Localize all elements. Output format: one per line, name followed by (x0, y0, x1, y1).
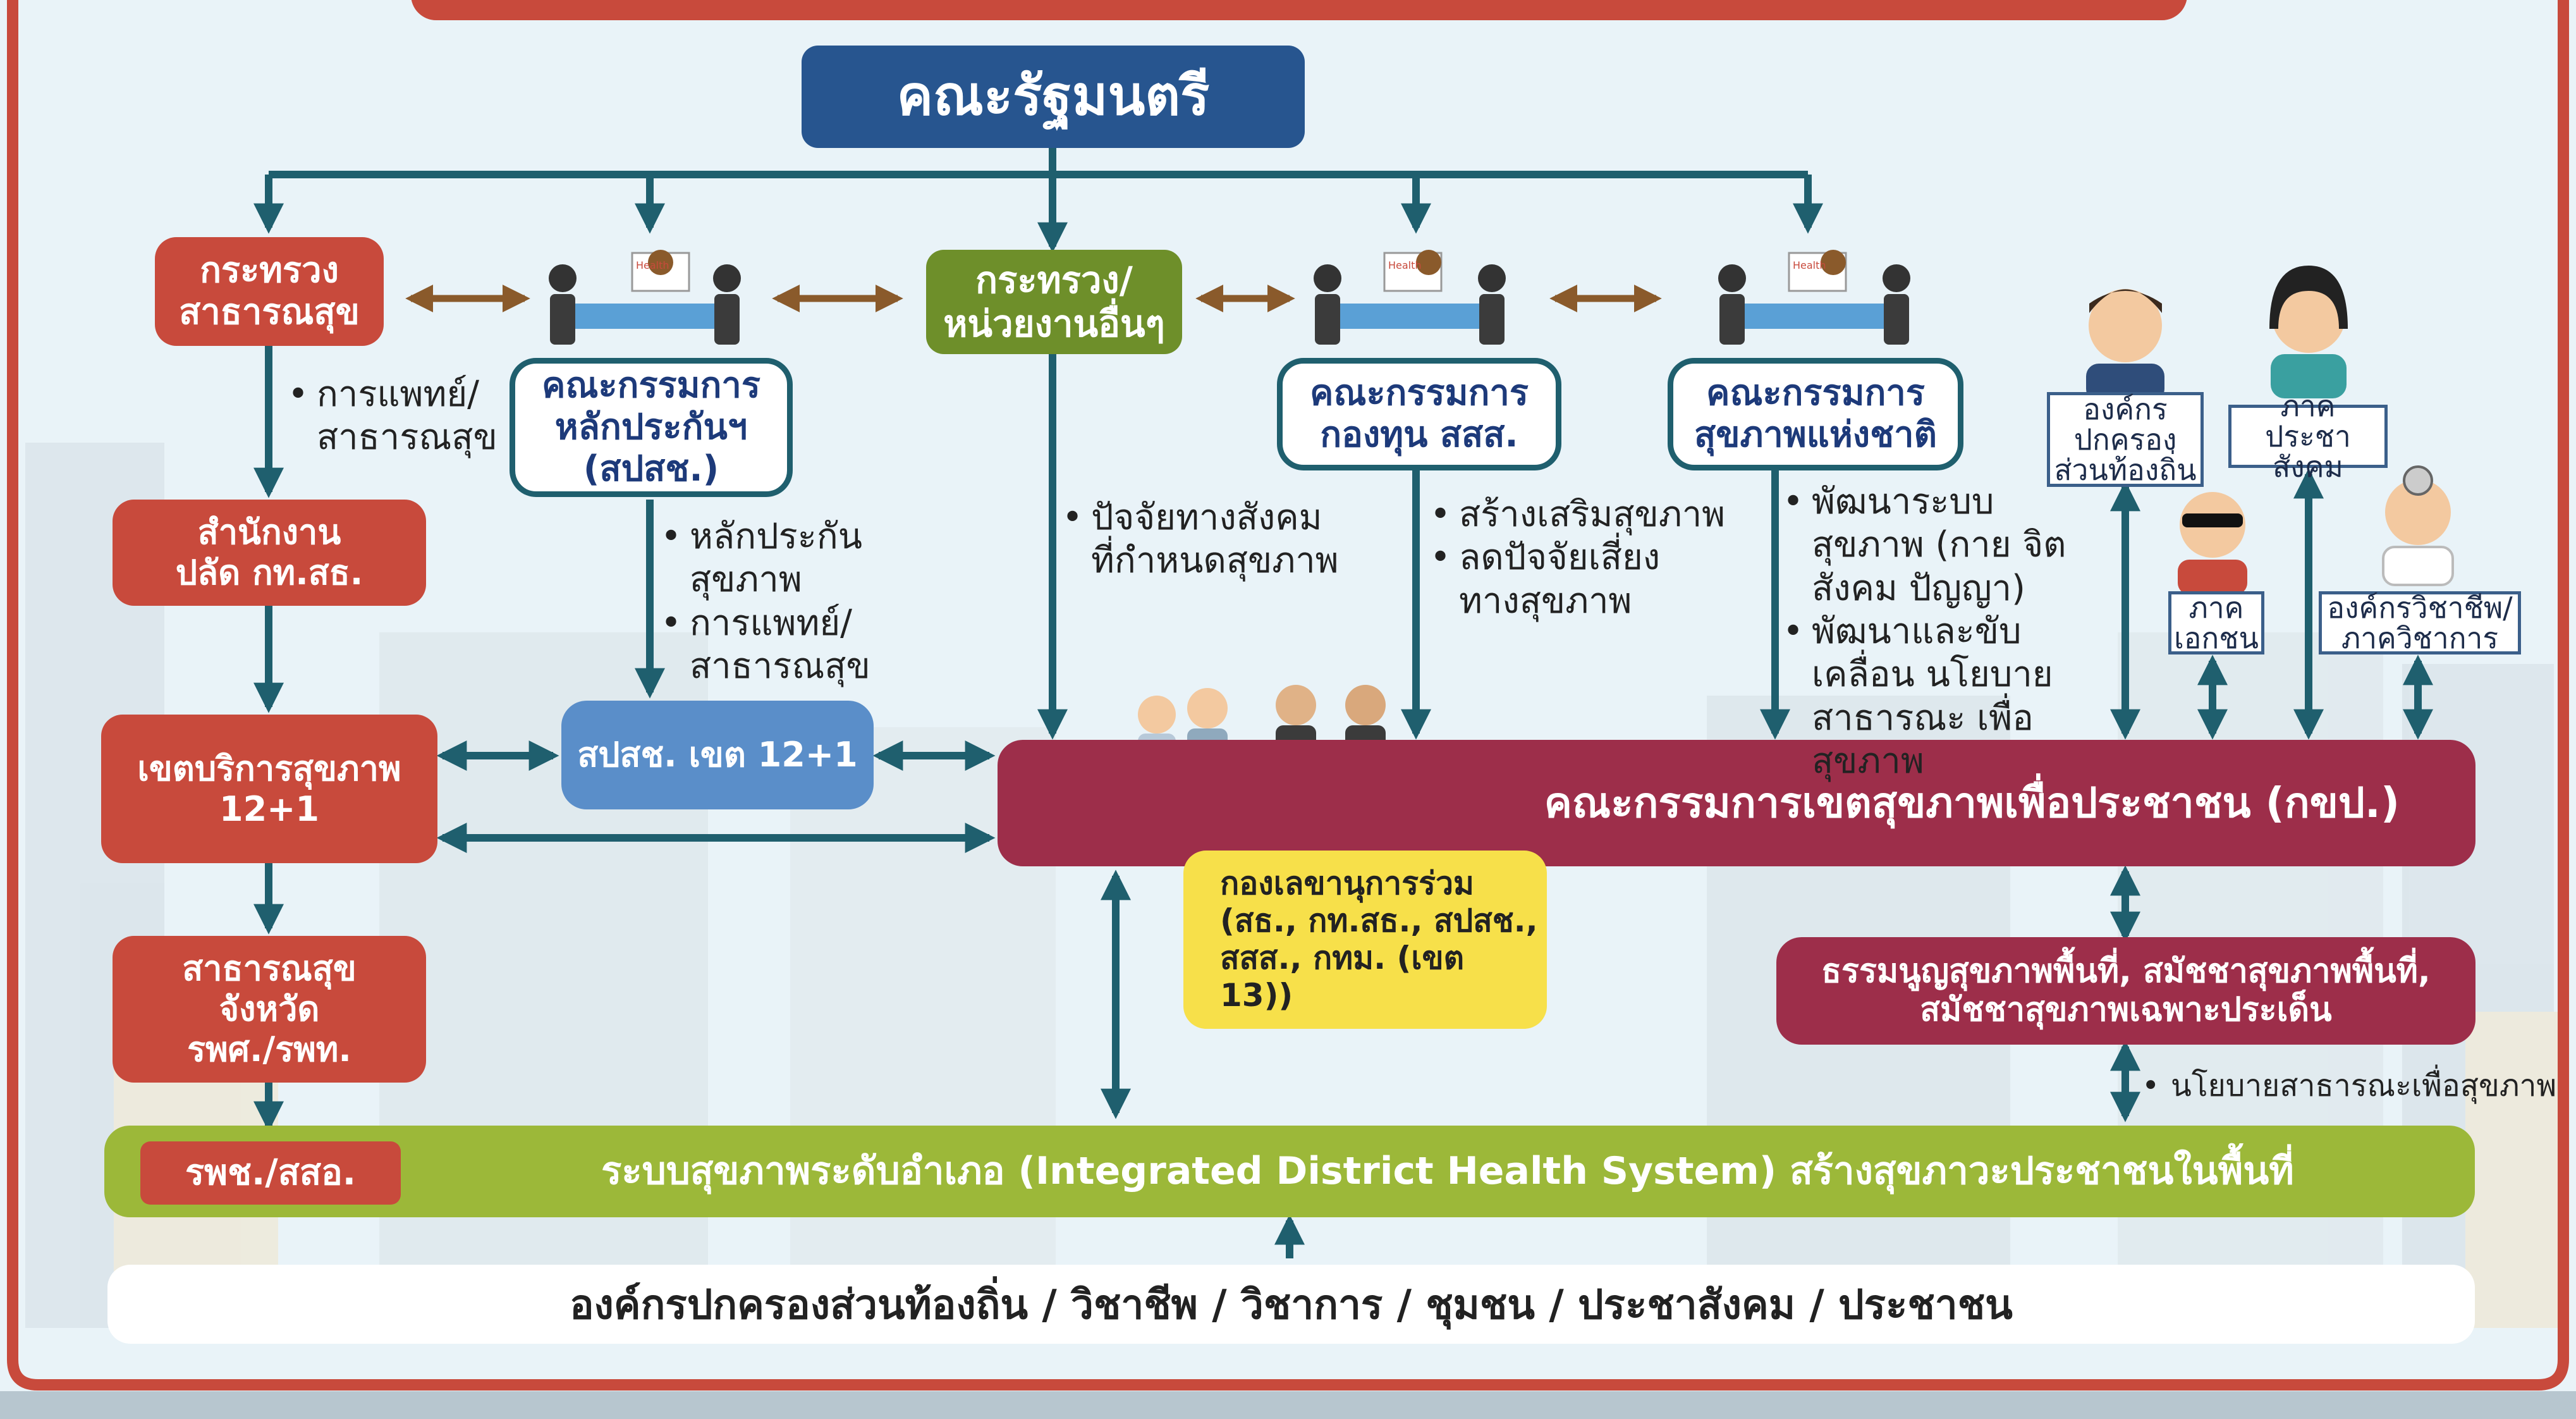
nhso-note-item-2: การแพทย์/ สาธารณสุข (661, 602, 876, 689)
board-sign-1: Health (636, 259, 669, 271)
nhso-board-line-2: หลักประกันฯ (554, 406, 748, 448)
policy-note: นโยบายสาธารณะเพื่อสุขภาพ (2142, 1067, 2576, 1105)
nhc-board-line-2: สุขภาพแห่งชาติ (1694, 414, 1937, 455)
meeting-icon-1 (549, 250, 741, 345)
health-region-box: เขตบริการสุขภาพ 12+1 (101, 715, 437, 863)
moph-note-item: การแพทย์/ สาธารณสุข (288, 373, 503, 460)
local-gov-card: องค์กร ปกครอง ส่วนท้องถิ่น (2047, 392, 2204, 487)
thaihealth-note: สร้างเสริมสุขภาพ ลดปัจจัยเสี่ยง ทางสุขภา… (1430, 493, 1727, 623)
ops-box: สำนักงาน ปลัด กท.สธ. (113, 500, 426, 606)
local-gov-line-1: องค์กร (2083, 391, 2168, 426)
ops-line-2: ปลัด กท.สธ. (175, 553, 363, 593)
moph-note: การแพทย์/ สาธารณสุข (288, 373, 503, 460)
provincial-line-2: จังหวัด (219, 989, 320, 1029)
charter-box: ธรรมนูญสุขภาพพื้นที่, สมัชชาสุขภาพพื้นที… (1776, 937, 2475, 1045)
moph-box: กระทรวง สาธารณสุข (155, 237, 384, 346)
nhc-board-line-1: คณะกรรมการ (1706, 372, 1925, 414)
professional-line-1: องค์กรวิชาชีพ/ (2327, 590, 2513, 625)
thaihealth-board-line-1: คณะกรรมการ (1310, 372, 1529, 414)
person-icons (2086, 266, 2454, 594)
joint-secretariat-line-2: (สธ., กท.สธ., สปสช., (1220, 902, 1538, 939)
nhso-board-box: คณะกรรมการ หลักประกันฯ (สปสช.) (510, 358, 793, 497)
joint-secretariat-line-3: สสส., กทม. (เขต 13)) (1220, 940, 1465, 1014)
professional-line-2: ภาควิชาการ (2341, 621, 2499, 655)
health-region-line-1: เขตบริการสุขภาพ (137, 748, 401, 789)
district-tag-label: รพช./สสอ. (185, 1152, 356, 1193)
moph-line-1: กระทรวง (200, 249, 339, 291)
provincial-line-3: รพศ./รพท. (187, 1029, 351, 1069)
other-note: ปัจจัยทางสังคม ที่กำหนดสุขภาพ (1062, 496, 1353, 583)
thaihealth-note-item-1: สร้างเสริมสุขภาพ (1430, 493, 1727, 537)
charter-line-1: ธรรมนูญสุขภาพพื้นที่, สมัชชาสุขภาพพื้นที… (1821, 952, 2431, 990)
footer-label: องค์กรปกครองส่วนท้องถิ่น / วิชาชีพ / วิช… (570, 1281, 2013, 1329)
provincial-box: สาธารณสุข จังหวัด รพศ./รพท. (113, 936, 426, 1083)
nhc-note: พัฒนาระบบ สุขภาพ (กาย จิต สังคม ปัญญา) พ… (1783, 481, 2111, 783)
nhso-note: หลักประกัน สุขภาพ การแพทย์/ สาธารณสุข (661, 515, 876, 688)
joint-secretariat-box: กองเลขานุการร่วม (สธ., กท.สธ., สปสช., สส… (1183, 851, 1547, 1029)
board-sign-2: Health (1388, 259, 1422, 271)
professional-card: องค์กรวิชาชีพ/ ภาควิชาการ (2319, 591, 2521, 654)
nhc-board-box: คณะกรรมการ สุขภาพแห่งชาติ (1668, 358, 1963, 470)
nhso-region-box: สปสช. เขต 12+1 (561, 701, 874, 809)
nhc-note-item-2: พัฒนาและขับเคลื่อน นโยบายสาธารณะ เพื่อสุ… (1783, 610, 2111, 783)
nhso-board-line-3: (สปสช.) (583, 448, 719, 490)
meeting-icon-3 (1718, 250, 1910, 345)
nhso-note-item-1: หลักประกัน สุขภาพ (661, 515, 876, 602)
thaihealth-board-line-2: กองทุน สสส. (1320, 414, 1518, 455)
civil-society-line-2: ประชาสังคม (2265, 419, 2351, 484)
private-sector-line-1: ภาค (2188, 590, 2244, 625)
nhc-note-item-1: พัฒนาระบบ สุขภาพ (กาย จิต สังคม ปัญญา) (1783, 481, 2111, 610)
local-gov-line-3: ส่วนท้องถิ่น (2054, 453, 2197, 488)
other-ministries-line-1: กระทรวง/ (975, 259, 1133, 302)
footer-bar: องค์กรปกครองส่วนท้องถิ่น / วิชาชีพ / วิช… (107, 1265, 2475, 1344)
private-sector-line-2: เอกชน (2174, 621, 2259, 655)
civil-society-card: ภาค ประชาสังคม (2228, 390, 2388, 482)
provincial-line-1: สาธารณสุข (182, 949, 357, 989)
district-system-bar: ระบบสุขภาพระดับอำเภอ (Integrated Distric… (104, 1126, 2475, 1217)
joint-secretariat-line-1: กองเลขานุการร่วม (1220, 865, 1474, 902)
other-note-item: ปัจจัยทางสังคม ที่กำหนดสุขภาพ (1062, 496, 1353, 583)
thaihealth-board-box: คณะกรรมการ กองทุน สสส. (1277, 358, 1561, 470)
nhso-region-label: สปสช. เขต 12+1 (577, 735, 858, 775)
area-committee-bar: คณะกรรมการเขตสุขภาพเพื่อประชาชน (กขป.) (998, 740, 2475, 866)
cabinet-label: คณะรัฐมนตรี (896, 64, 1210, 128)
charter-line-2: สมัชชาสุขภาพเฉพาะประเด็น (1920, 991, 2332, 1029)
moph-line-2: สาธารณสุข (179, 292, 360, 333)
district-tag: รพช./สสอ. (140, 1141, 401, 1205)
area-committee-label: คณะกรรมการเขตสุขภาพเพื่อประชาชน (กขป.) (1544, 778, 2400, 828)
thaihealth-note-item-2: ลดปัจจัยเสี่ยง ทางสุขภาพ (1430, 536, 1727, 623)
private-sector-card: ภาค เอกชน (2168, 591, 2264, 654)
cabinet-box: คณะรัฐมนตรี (802, 46, 1305, 148)
ops-line-1: สำนักงาน (197, 512, 341, 553)
policy-note-item: นโยบายสาธารณะเพื่อสุขภาพ (2142, 1067, 2576, 1105)
civil-society-line-1: ภาค (2280, 388, 2336, 423)
other-ministries-box: กระทรวง/ หน่วยงานอื่นๆ (926, 250, 1182, 354)
local-gov-line-2: ปกครอง (2073, 422, 2177, 457)
district-system-label: ระบบสุขภาพระดับอำเภอ (Integrated Distric… (601, 1149, 2294, 1194)
health-region-line-2: 12+1 (219, 789, 319, 829)
other-ministries-line-2: หน่วยงานอื่นๆ (943, 302, 1165, 345)
board-sign-3: Health (1793, 259, 1826, 271)
meeting-icon-2 (1314, 250, 1506, 345)
nhso-board-line-1: คณะกรรมการ (542, 364, 760, 406)
